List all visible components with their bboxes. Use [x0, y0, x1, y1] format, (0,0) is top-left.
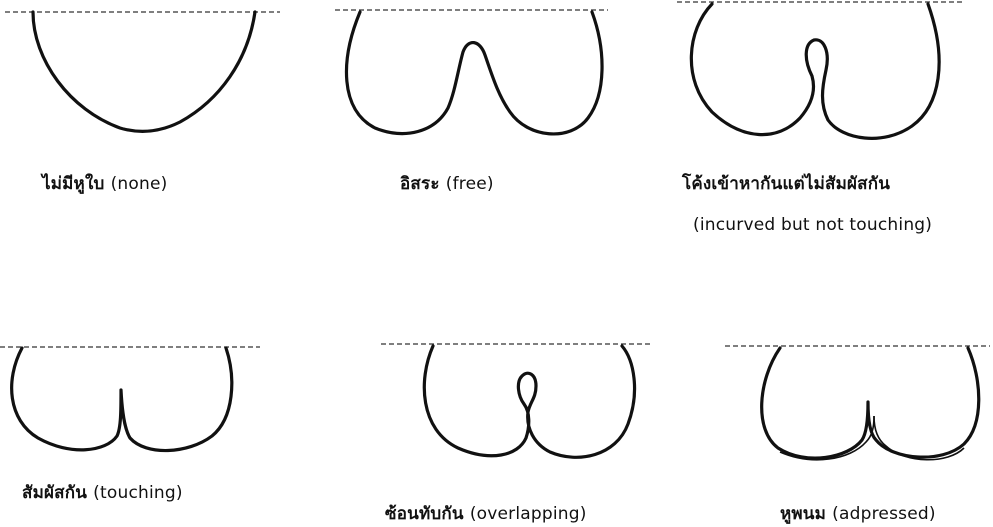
caption-english: (overlapping) [470, 504, 587, 524]
leaf-outline [346, 12, 602, 134]
leaf-outline [424, 346, 634, 457]
leaf-base-none-drawing [0, 0, 290, 140]
caption-english: (touching) [93, 483, 183, 503]
caption-touching: สัมผัสกัน (touching) [22, 479, 183, 506]
caption-incurved-english: (incurved but not touching) [693, 215, 932, 235]
leaf-outline [691, 4, 939, 138]
panel-incurved [672, 0, 972, 155]
panel-none [0, 0, 290, 140]
panel-free [330, 0, 620, 150]
caption-english: (none) [111, 174, 168, 194]
leaf-base-incurved-drawing [672, 0, 972, 155]
panel-touching [0, 340, 270, 455]
caption-none: ไม่มีหูใบ (none) [42, 170, 167, 197]
panel-overlapping [378, 340, 658, 465]
caption-free: อิสระ (free) [400, 170, 494, 197]
caption-thai: โค้งเข้าหากันแต่ไม่สัมผัสกัน [682, 174, 890, 194]
leaf-base-free-drawing [330, 0, 620, 150]
caption-thai: หูพนม [780, 504, 826, 524]
caption-thai: อิสระ [400, 174, 440, 194]
leaf-base-touching-drawing [0, 340, 270, 455]
panel-adpressed [722, 340, 993, 470]
caption-english: (free) [446, 174, 494, 194]
leaf-inner-lobe-left [780, 416, 874, 460]
leaf-base-adpressed-drawing [722, 340, 993, 470]
caption-english: (adpressed) [832, 504, 936, 524]
caption-thai: สัมผัสกัน [22, 483, 87, 503]
caption-thai: ซ้อนทับกัน [385, 504, 464, 524]
caption-thai: ไม่มีหูใบ [42, 174, 104, 194]
caption-english: (incurved but not touching) [693, 215, 932, 235]
leaf-outline [762, 348, 979, 458]
leaf-base-overlapping-drawing [378, 340, 658, 465]
caption-incurved: โค้งเข้าหากันแต่ไม่สัมผัสกัน [682, 170, 890, 197]
caption-overlapping: ซ้อนทับกัน (overlapping) [385, 500, 587, 527]
leaf-outline [33, 12, 255, 131]
caption-adpressed: หูพนม (adpressed) [780, 500, 936, 527]
leaf-outline [12, 348, 232, 451]
